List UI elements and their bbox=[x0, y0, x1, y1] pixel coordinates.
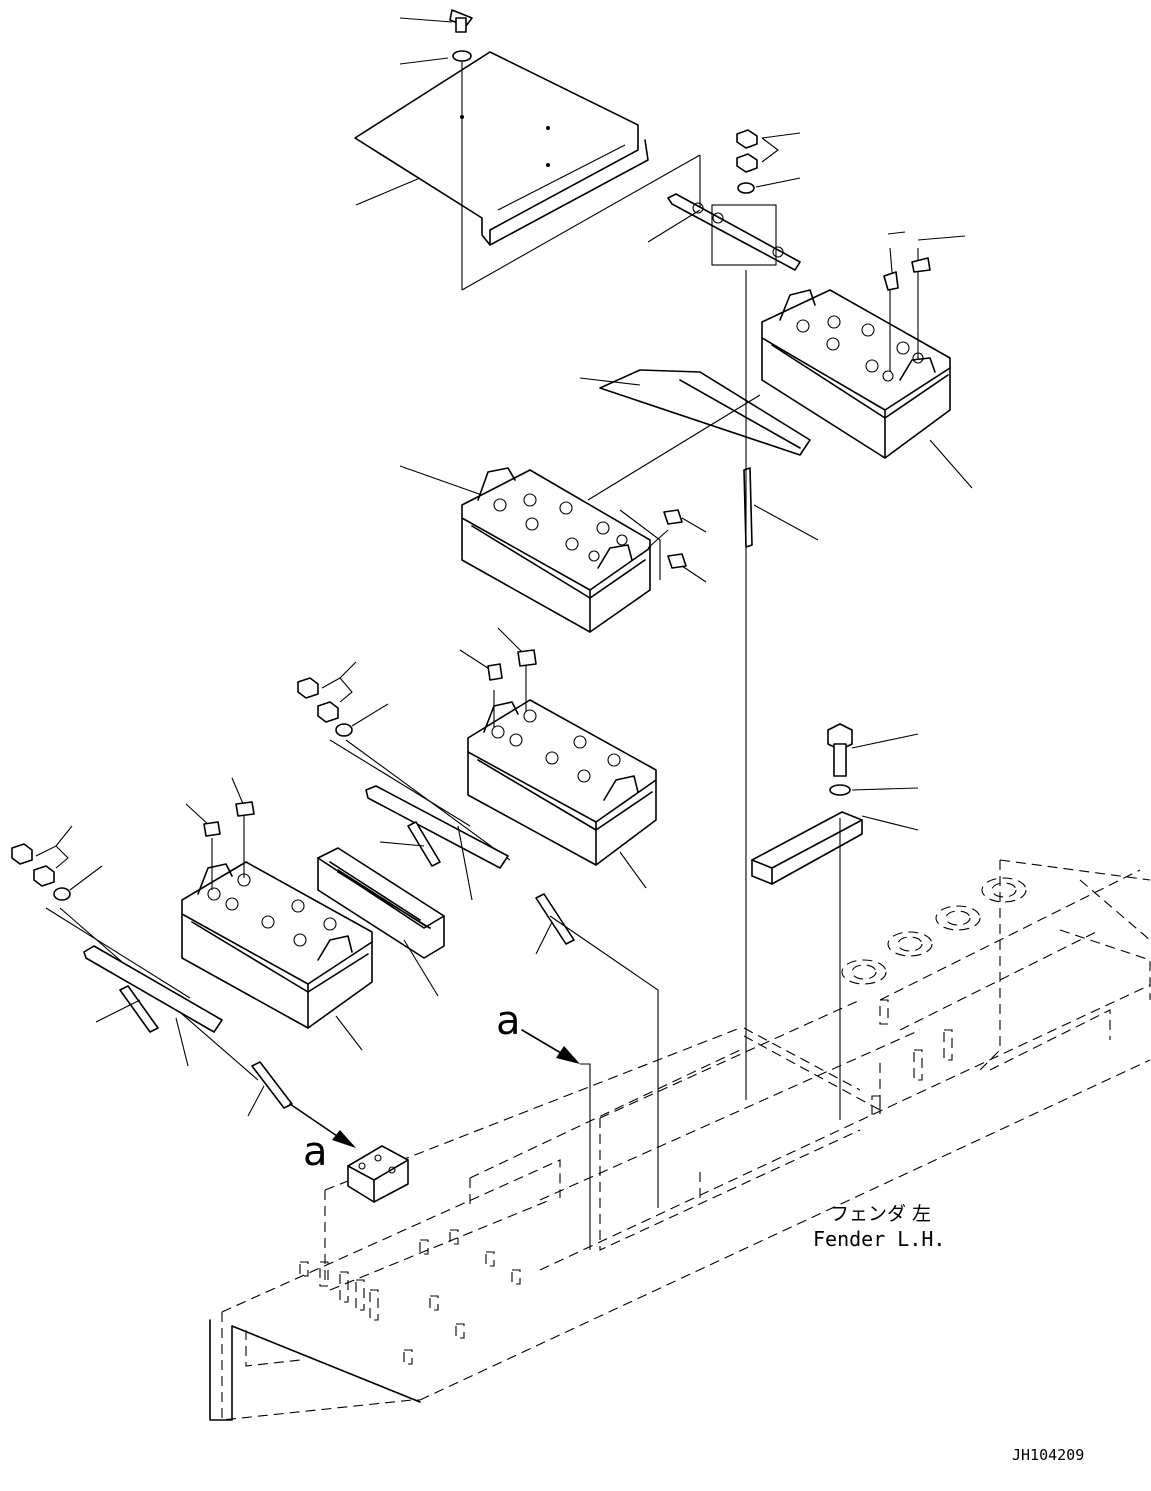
battery-2 bbox=[461, 467, 651, 633]
hold-down-bar-2 bbox=[365, 785, 509, 869]
frame-studs bbox=[299, 999, 953, 1365]
battery-3 bbox=[467, 699, 657, 866]
bolt-icon bbox=[827, 723, 853, 777]
direction-arrow bbox=[521, 1029, 580, 1064]
fender-label-jp: フェンダ 左 bbox=[830, 1203, 931, 1225]
hex-nut-icon bbox=[11, 843, 71, 901]
direction-arrow bbox=[289, 1103, 356, 1148]
support-bracket bbox=[751, 811, 863, 885]
washer-icon bbox=[829, 784, 851, 796]
hex-nut-icon bbox=[736, 129, 758, 194]
battery-1 bbox=[761, 289, 951, 459]
battery-4 bbox=[181, 861, 373, 1029]
tray-insulator bbox=[599, 369, 811, 456]
battery-cover bbox=[354, 51, 701, 291]
machine-frame bbox=[209, 859, 1151, 1421]
view-letter-lower: a bbox=[303, 1129, 328, 1175]
washer-icon bbox=[452, 50, 472, 62]
battery-clamp-upper bbox=[667, 193, 801, 271]
mount-block bbox=[347, 1145, 409, 1203]
hold-down-bar-1 bbox=[83, 945, 223, 1033]
drawing-id: JH104209 bbox=[1012, 1446, 1084, 1464]
battery-tray-plate bbox=[317, 847, 445, 959]
fender-label-en: Fender L.H. bbox=[813, 1227, 945, 1251]
wing-nut-icon bbox=[449, 9, 473, 33]
frame-ports bbox=[841, 877, 1027, 985]
view-letter-upper: a bbox=[496, 998, 521, 1044]
hex-nut-icon bbox=[297, 677, 353, 737]
